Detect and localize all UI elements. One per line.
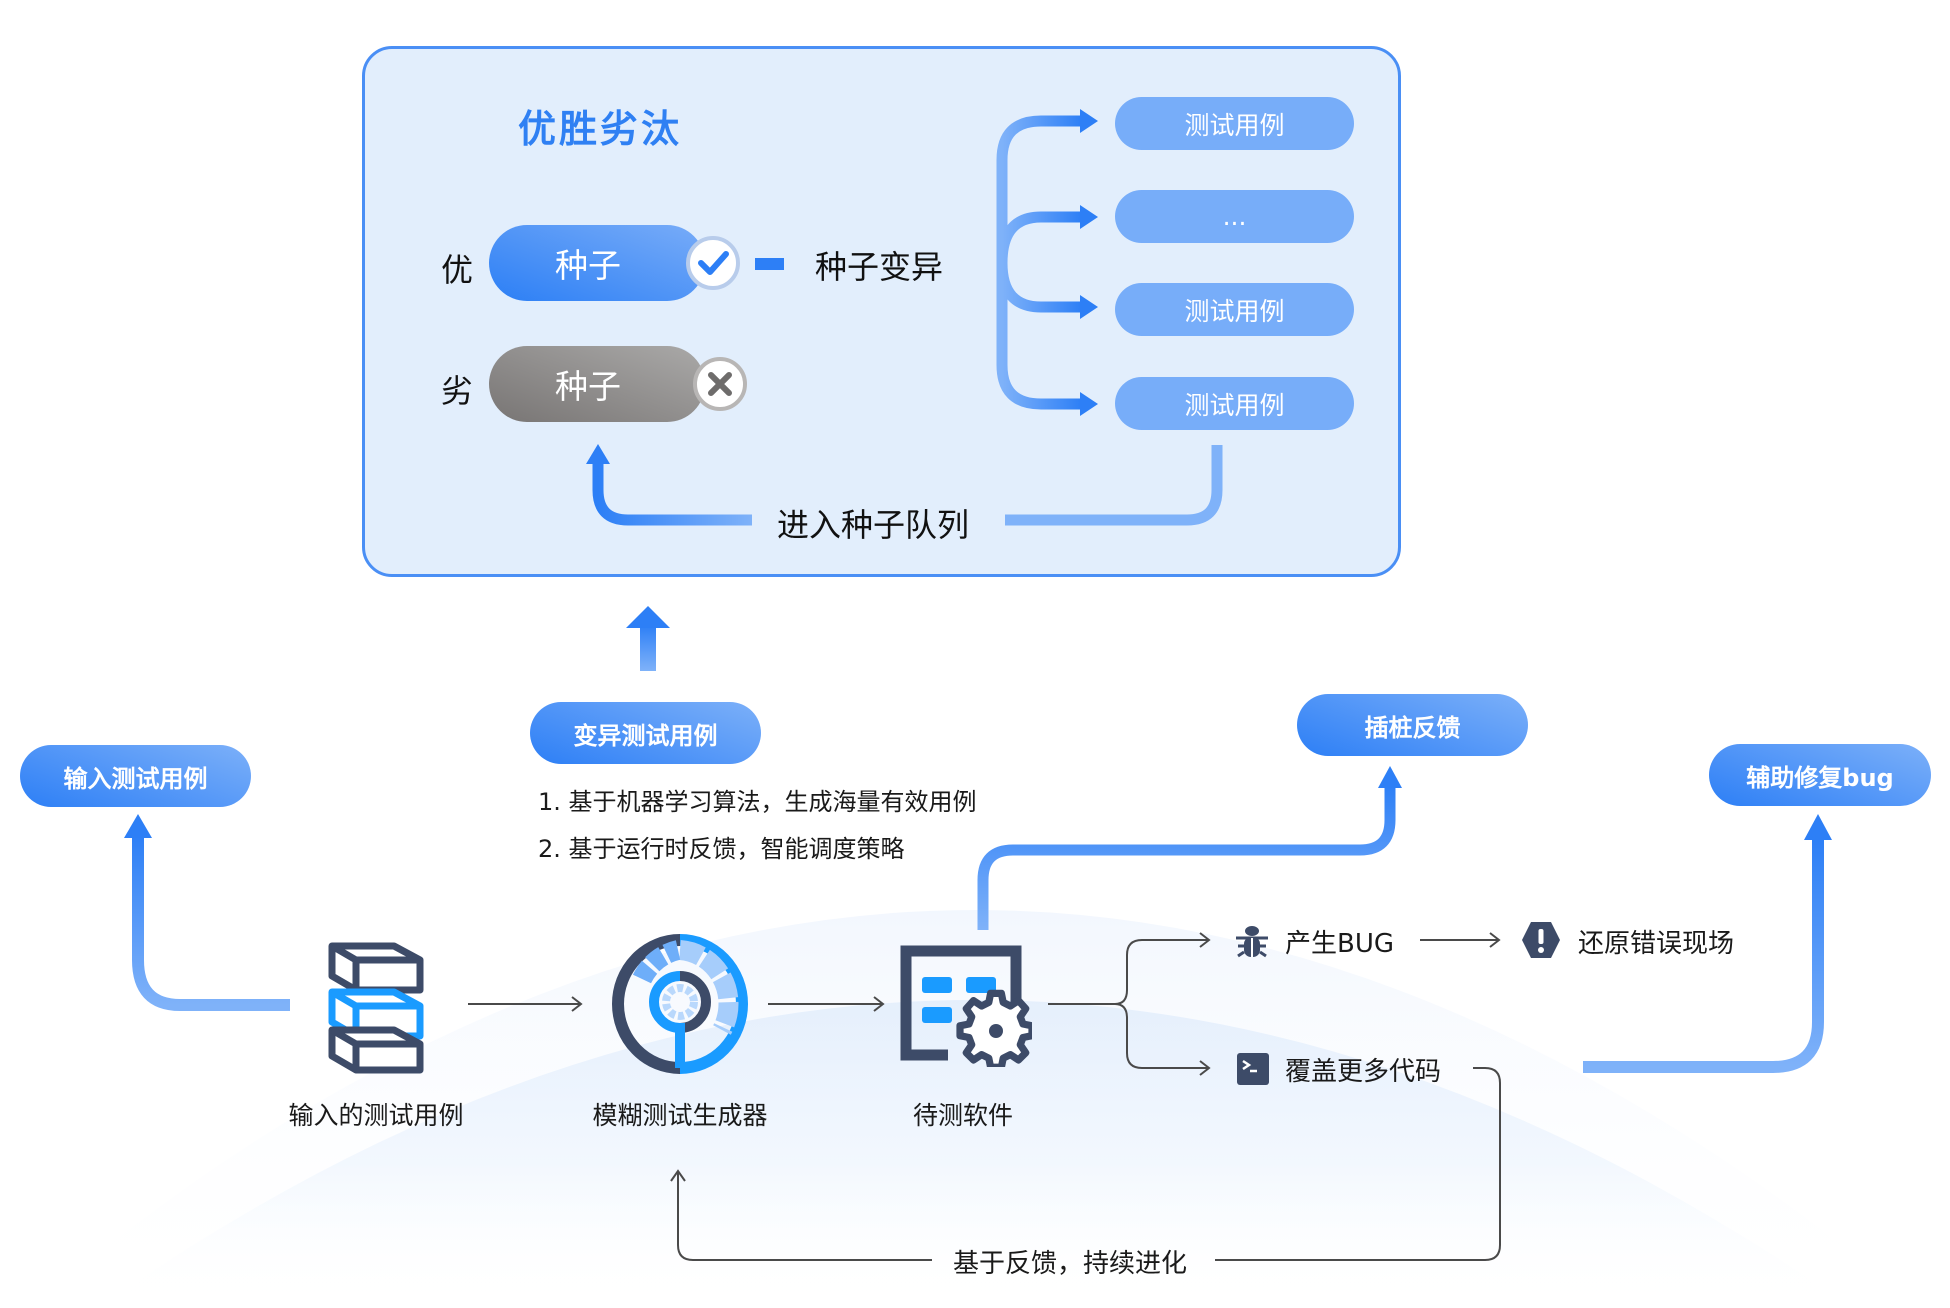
test-case-pill: 测试用例 (1115, 377, 1354, 430)
queue-label: 进入种子队列 (777, 506, 970, 544)
instrumentation-tag: 插桩反馈 (1297, 694, 1528, 756)
queue-loop-left (592, 462, 752, 526)
assist-fix-tag: 辅助修复bug (1709, 744, 1931, 806)
bad-label: 劣 (441, 372, 474, 410)
test-case-pill: 测试用例 (1115, 97, 1354, 150)
queue-loop-right (1005, 445, 1223, 526)
bug-label: 产生BUG (1285, 929, 1395, 959)
feedback-loop (1215, 1067, 1501, 1261)
good-seed-label: 种子 (555, 246, 621, 285)
note-line-2: 2. 基于运行时反馈，智能调度策略 (538, 835, 905, 863)
coverage-label: 覆盖更多代码 (1285, 1057, 1442, 1087)
terminal-icon (1237, 1053, 1269, 1085)
software-gear-icon (900, 945, 1032, 1067)
branch-arrow-4 (996, 263, 1082, 410)
connector-dash (755, 258, 784, 270)
alert-hexagon-icon (1522, 922, 1560, 958)
good-seed-pill: 种子 (489, 225, 705, 301)
branch-arrow-3 (996, 262, 1082, 313)
branch-arrow-2 (996, 211, 1082, 264)
check-icon (686, 236, 740, 290)
good-label: 优 (441, 251, 474, 289)
test-case-pill: ... (1115, 190, 1354, 243)
mutate-cases-tag: 变异测试用例 (530, 702, 761, 764)
bug-icon (1236, 926, 1268, 958)
cross-icon (693, 357, 747, 411)
assist-fix-arrow (1583, 838, 1824, 1073)
input-loop-arrow (132, 835, 290, 1011)
input-cases-tag: 输入测试用例 (20, 745, 251, 807)
stacked-boxes-icon (328, 942, 424, 1074)
mutation-label: 种子变异 (815, 248, 944, 286)
restore-label: 还原错误现场 (1578, 929, 1735, 959)
bad-seed-pill: 种子 (489, 346, 705, 422)
fuzz-generator-icon (612, 934, 748, 1074)
feedback-loop-label: 基于反馈，持续进化 (953, 1249, 1188, 1279)
test-case-pill: 测试用例 (1115, 283, 1354, 336)
note-line-1: 1. 基于机器学习算法，生成海量有效用例 (538, 788, 977, 816)
flow-node-label: 待测软件 (912, 1101, 1013, 1130)
instrumentation-arrow (977, 785, 1396, 930)
bad-seed-label: 种子 (555, 367, 621, 406)
flow-node-label: 输入的测试用例 (288, 1101, 464, 1130)
flow-node-label: 模糊测试生成器 (592, 1101, 768, 1130)
panel-title: 优胜劣汰 (518, 107, 683, 151)
branch-arrow-1 (996, 115, 1082, 263)
